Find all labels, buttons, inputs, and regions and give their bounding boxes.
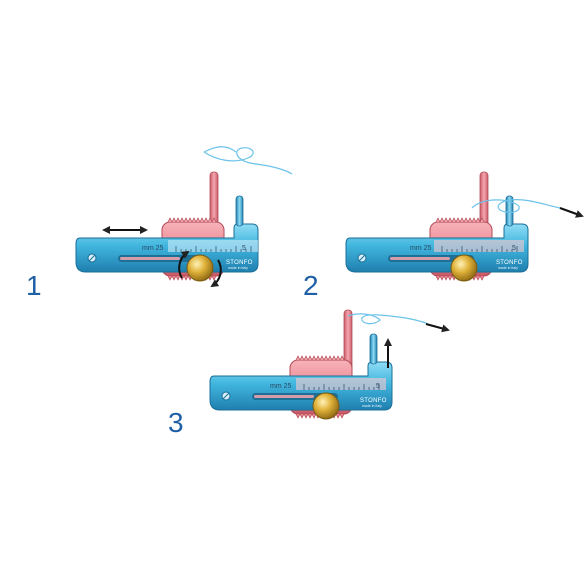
right-arrow-icon bbox=[425, 323, 450, 333]
scale-label: mm 25 bbox=[270, 383, 292, 390]
gold-knob bbox=[186, 254, 214, 282]
step-number-3: 3 bbox=[168, 407, 184, 438]
step-3: mm 25 5 STONFO made in Italy bbox=[209, 309, 450, 420]
sub-brand-label: made in Italy bbox=[228, 266, 248, 270]
scale-label: mm 25 bbox=[142, 245, 164, 252]
fishing-line bbox=[203, 146, 293, 175]
scale-end-mark: 5 bbox=[242, 245, 246, 252]
scale-end-mark: 5 bbox=[376, 383, 380, 390]
fishing-line bbox=[471, 199, 561, 213]
scale-label: mm 25 bbox=[410, 245, 432, 252]
scale-end-mark: 5 bbox=[512, 245, 516, 252]
gold-knob bbox=[450, 254, 478, 282]
step-number-1: 1 bbox=[26, 270, 42, 301]
step-1: mm 25 5 STONFO made in Italy bbox=[75, 146, 293, 288]
scale-ticks bbox=[441, 246, 518, 252]
scale-ticks bbox=[175, 246, 252, 252]
sub-brand-label: made in Italy bbox=[362, 404, 382, 408]
fishing-line bbox=[347, 313, 429, 325]
brand-label: STONFO bbox=[360, 398, 387, 404]
gold-knob bbox=[312, 392, 340, 420]
step-2: mm 25 5 STONFO made in Italy bbox=[345, 171, 584, 282]
scale-ticks bbox=[303, 384, 380, 390]
brand-label: STONFO bbox=[226, 260, 253, 266]
step-number-2: 2 bbox=[303, 270, 319, 301]
rotate-arrows-icon bbox=[178, 250, 222, 288]
right-arrow-icon bbox=[559, 207, 584, 218]
brand-label: STONFO bbox=[496, 260, 523, 266]
sub-brand-label: made in Italy bbox=[498, 266, 518, 270]
